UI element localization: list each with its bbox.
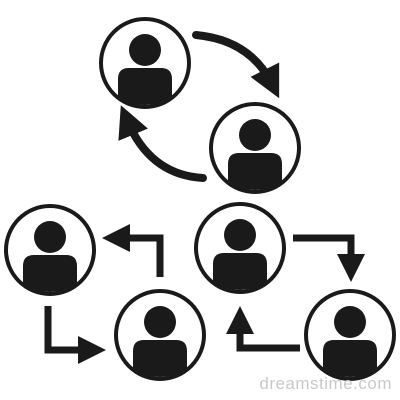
- watermark-text: dreamstime.com: [259, 374, 392, 393]
- arrow-bottom-right-to-bottom-center: [226, 306, 300, 352]
- person-icon-left: [4, 204, 96, 296]
- arrow-top-left-to-top-right: [192, 31, 280, 99]
- person-icon-middle-center: [194, 202, 286, 294]
- arrow-left-to-bottom-center: [44, 306, 106, 364]
- person-icon-top-left: [99, 17, 191, 109]
- arrow-top-right-to-top-left: [118, 105, 207, 182]
- person-icon-bottom-right: [304, 289, 396, 381]
- arrow-middle-to-bottom-right: [293, 234, 365, 282]
- person-icon-bottom-center: [114, 289, 206, 381]
- arrow-middle-to-left: [102, 224, 164, 277]
- person-icon-top-right: [209, 102, 301, 194]
